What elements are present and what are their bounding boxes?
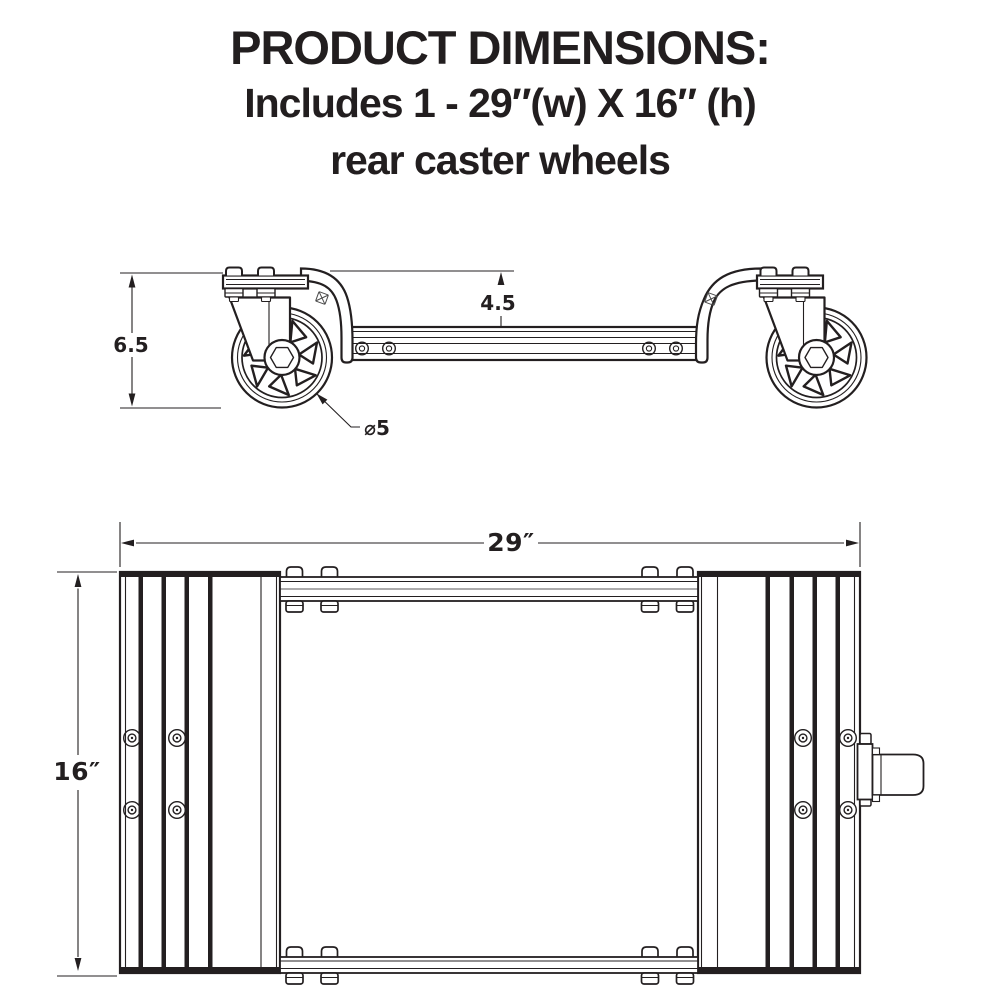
dimension-height: 16″ xyxy=(53,571,117,977)
peg-bolt-icon xyxy=(859,732,872,745)
left-caster-fender xyxy=(299,267,354,364)
nut-icon xyxy=(285,600,695,613)
right-side-rail xyxy=(696,570,862,975)
dim-arrow-down-icon xyxy=(128,393,136,407)
top-view-drawing: 29″ 16″ xyxy=(53,522,925,985)
dim-arrow-down-icon xyxy=(74,958,82,971)
dimension-label-height: 16″ xyxy=(53,757,100,786)
page-title: PRODUCT DIMENSIONS: xyxy=(230,21,771,74)
side-view-drawing: 6.5 4.5 xyxy=(113,266,868,440)
title-subline-dimensions: Includes 1 - 29″(w) X 16″ (h) xyxy=(244,80,757,126)
dimension-wheel-diameter: ⌀5 xyxy=(316,393,390,440)
axle-hex-nut-icon xyxy=(269,346,295,369)
axle-hex-nut-icon xyxy=(804,346,829,369)
title-subline-casters: rear caster wheels xyxy=(330,137,671,183)
peg-bracket xyxy=(856,743,874,801)
axle-hub xyxy=(797,338,836,377)
dimension-label-frame-height: 4.5 xyxy=(480,291,515,315)
dim-arrow-up-icon xyxy=(128,274,136,288)
dimension-overall-height: 6.5 xyxy=(113,272,223,409)
dimension-width: 29″ xyxy=(119,522,861,567)
axle-hub xyxy=(263,338,301,377)
side-rail xyxy=(344,325,706,362)
dimension-label-width: 29″ xyxy=(487,528,534,557)
nut-icon xyxy=(285,972,695,985)
left-caster-wheel xyxy=(224,266,334,409)
dimension-label-wheel-diameter: ⌀5 xyxy=(364,416,390,440)
dim-arrow-up-icon xyxy=(497,272,505,285)
bolt-icon xyxy=(285,946,694,957)
rivet-icon xyxy=(794,729,858,820)
right-caster-fender xyxy=(694,267,763,364)
top-cross-rail xyxy=(279,566,699,613)
bottom-cross-rail xyxy=(279,946,699,985)
rivet-icon xyxy=(122,729,186,820)
brand-logo-icon xyxy=(315,291,329,305)
brand-logo-icon xyxy=(704,292,718,306)
leader-arrow-icon xyxy=(316,393,328,405)
bolt-icon xyxy=(285,566,694,577)
left-caster-mount-plate xyxy=(221,274,310,290)
dim-arrow-up-icon xyxy=(74,574,82,587)
plate-bolts xyxy=(758,266,811,303)
dimension-label-overall-height: 6.5 xyxy=(113,333,148,357)
plate-bolts xyxy=(224,266,276,303)
dim-arrow-right-icon xyxy=(846,539,859,547)
right-caster-wheel xyxy=(758,266,868,409)
right-caster-mount-plate xyxy=(755,274,825,290)
axle-peg xyxy=(856,732,925,807)
peg-body xyxy=(871,753,925,796)
rivet-icon xyxy=(355,341,684,356)
left-side-rail xyxy=(118,570,282,975)
dim-arrow-left-icon xyxy=(121,539,134,547)
